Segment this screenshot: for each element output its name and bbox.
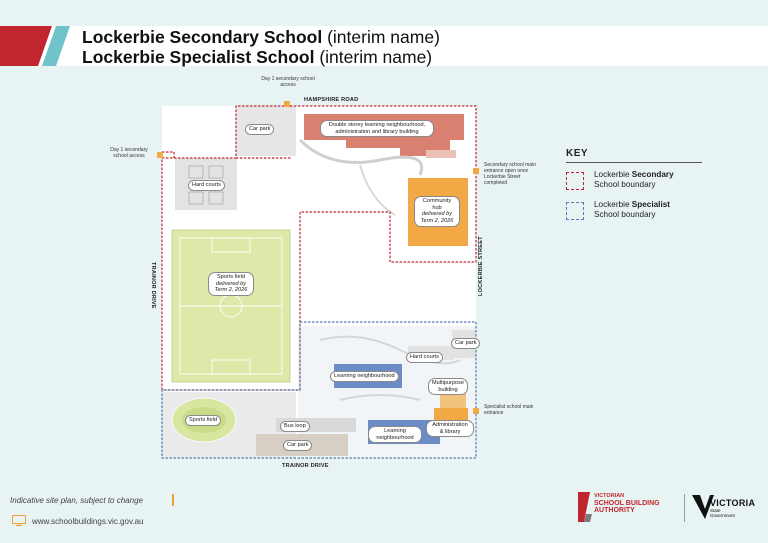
logo-divider xyxy=(684,494,685,522)
sports-field-main-note: delivered by Term 2, 2026 xyxy=(214,280,248,294)
footer-accent-bar xyxy=(172,494,174,506)
secondary-boundary-line xyxy=(161,105,477,391)
school-building-authority-logo-icon xyxy=(578,492,592,522)
key-specialist-prefix: Lockerbie xyxy=(594,200,632,209)
key-item-secondary: Lockerbie Secondary School boundary xyxy=(566,170,706,192)
label-admin-library: Administration & library xyxy=(426,420,474,438)
title-specialist-interim: (interim name) xyxy=(319,47,433,67)
label-community-hub: Community hub delivered by Term 2, 2026 xyxy=(414,196,460,227)
sba-line2: SCHOOL BUILDING xyxy=(594,499,660,507)
label-sports-field-oval: Sports field xyxy=(185,415,221,426)
gate-icon-right-specialist xyxy=(473,408,479,414)
vic-sub-line2: Government xyxy=(710,512,735,518)
vic-sub-line1: State xyxy=(710,508,721,513)
sba-logo-text: VICTORIAN SCHOOL BUILDING AUTHORITY xyxy=(594,493,660,515)
specialist-swatch-icon xyxy=(566,202,584,220)
label-car-park-top: Car park xyxy=(245,124,275,135)
access-note-day1-left: Day 1 secondary school access xyxy=(110,147,148,159)
label-learning-building: Double storey learning neighbourhood, ad… xyxy=(320,120,434,138)
page-title-secondary: Lockerbie Secondary School (interim name… xyxy=(82,27,440,48)
path-network xyxy=(298,138,423,176)
access-note-specialist-main: Specialist school main entrance xyxy=(484,404,534,416)
access-note-day1-top: Day 1 secondary school access xyxy=(261,76,315,88)
page-title-specialist: Lockerbie Specialist School (interim nam… xyxy=(82,47,432,68)
building-annex xyxy=(426,150,456,158)
community-hub-title: Community hub xyxy=(422,198,452,211)
label-learning-neighbourhood-bottom: Learning neighbourhood xyxy=(368,426,422,444)
sports-field-main-title: Sports field xyxy=(217,274,245,280)
specialist-boundary-line xyxy=(161,321,477,459)
map-key: KEY Lockerbie Secondary School boundary … xyxy=(566,148,702,220)
label-hard-courts-lower: Hard courts xyxy=(406,352,443,363)
key-secondary-prefix: Lockerbie xyxy=(594,170,632,179)
title-band xyxy=(0,26,768,66)
sba-line3: AUTHORITY xyxy=(594,507,635,515)
vic-logo-title: VICTORIA xyxy=(710,498,756,508)
title-specialist-name: Lockerbie Specialist School xyxy=(82,47,315,67)
page-header: Lockerbie Secondary School (interim name… xyxy=(0,0,768,78)
title-secondary-interim: (interim name) xyxy=(327,27,440,47)
gate-icon-right-secondary xyxy=(473,168,479,174)
specialist-paths xyxy=(319,335,461,365)
title-secondary-name: Lockerbie Secondary School xyxy=(82,27,323,47)
key-specialist-suffix: School boundary xyxy=(594,210,656,220)
key-secondary-bold: Secondary xyxy=(631,170,674,179)
hard-courts-top-markings xyxy=(188,165,224,205)
key-title: KEY xyxy=(566,148,702,163)
road-trainor-left-label: TRAINOR DRIVE xyxy=(150,262,156,309)
label-sports-field-main: Sports field delivered by Term 2, 2026 xyxy=(208,272,254,297)
vic-logo-sub: State Government xyxy=(710,508,735,519)
footer-disclaimer: Indicative site plan, subject to change xyxy=(10,496,143,505)
road-trainor-bottom-label: TRAINOR DRIVE xyxy=(282,463,329,469)
secondary-swatch-icon xyxy=(566,172,584,190)
gate-icon-left xyxy=(157,152,163,158)
header-accent-shapes xyxy=(0,26,70,66)
gate-icon-top xyxy=(284,101,290,107)
access-note-secondary-main: Secondary school main entrance open once… xyxy=(484,162,536,186)
key-secondary-suffix: School boundary xyxy=(594,180,656,190)
key-specialist-bold: Specialist xyxy=(631,200,671,209)
key-item-specialist: Lockerbie Specialist School boundary xyxy=(566,200,706,222)
victoria-government-logo-icon xyxy=(692,495,714,519)
specialist-paths-2 xyxy=(339,394,421,401)
label-bus-loop: Bus loop xyxy=(280,421,310,432)
road-lockerbie-label: LOCKERBIE STREET xyxy=(478,236,484,296)
label-car-park-right: Car park xyxy=(451,338,481,349)
label-hard-courts-top: Hard courts xyxy=(188,180,225,191)
label-multipurpose: Multipurpose building xyxy=(428,378,468,396)
community-hub-note: delivered by Term 2, 2026 xyxy=(420,211,454,225)
monitor-icon xyxy=(12,515,26,526)
road-hampshire-label: HAMPSHIRE ROAD xyxy=(304,97,359,103)
label-car-park-bottom: Car park xyxy=(283,440,313,451)
sba-line1: VICTORIAN xyxy=(594,493,625,499)
footer-website-link[interactable]: www.schoolbuildings.vic.gov.au xyxy=(32,517,144,526)
label-learning-neighbourhood-mid: Learning neighbourhood xyxy=(330,371,399,382)
